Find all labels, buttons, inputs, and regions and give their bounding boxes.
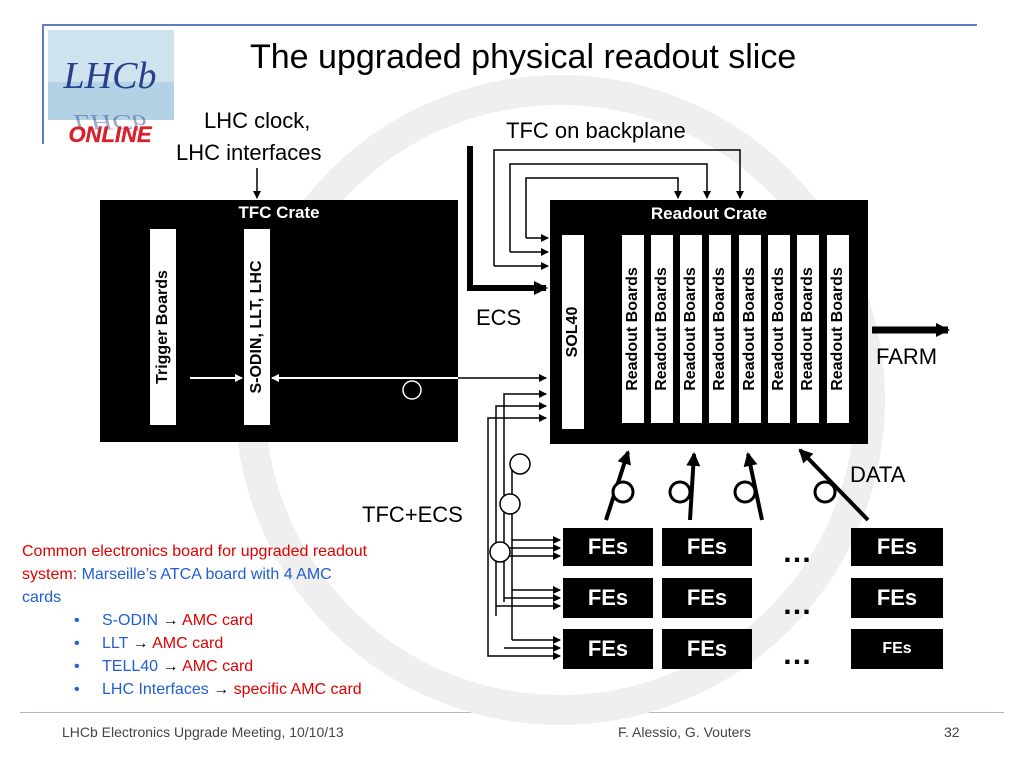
notes-line2-red: system: xyxy=(22,566,82,583)
bullet-target: AMC card xyxy=(182,612,254,629)
optical-link-icon xyxy=(813,480,837,504)
readout-board-label: Readout Boards xyxy=(624,267,641,391)
header-side-rule xyxy=(42,24,44,144)
optical-coupler-icon xyxy=(499,493,521,515)
readout-board: Readout Boards xyxy=(680,235,702,423)
backplane-lines xyxy=(493,149,744,270)
fe-box: FEs xyxy=(563,578,653,618)
sodin-llt-lhc-board: S-ODIN, LLT, LHC xyxy=(244,229,270,425)
notes-line3: cards xyxy=(22,589,62,606)
trigger-boards: Trigger Boards xyxy=(150,229,176,425)
readout-board-label: Readout Boards xyxy=(829,267,846,391)
readout-board-label: Readout Boards xyxy=(653,267,670,391)
bullet-name: LHC Interfaces xyxy=(102,681,209,698)
readout-board-label: Readout Boards xyxy=(682,267,699,391)
bullet-dot: • xyxy=(74,612,80,629)
logo-text-top: LHCb xyxy=(63,55,157,97)
readout-board-label: Readout Boards xyxy=(741,267,758,391)
readout-board-label: Readout Boards xyxy=(770,267,787,391)
notes-bullet: • TELL40 → AMC card xyxy=(22,655,462,678)
trigger-boards-label: Trigger Boards xyxy=(154,270,171,384)
optical-coupler-icon xyxy=(489,541,511,563)
notes-line2-blue: Marseille’s ATCA board with 4 AMC xyxy=(81,566,332,583)
arrow-icon: → xyxy=(162,612,179,629)
arrow-icon: → xyxy=(162,658,179,675)
notes-line1: Common electronics board for upgraded re… xyxy=(22,543,368,560)
tfc-crate-title: TFC Crate xyxy=(238,203,320,222)
notes-bullet: • LLT → AMC card xyxy=(22,632,462,655)
optical-link-icon xyxy=(668,480,692,504)
readout-board-label: Readout Boards xyxy=(711,267,728,391)
tfc-ecs-label: TFC+ECS xyxy=(362,502,463,527)
bullet-name: S-ODIN xyxy=(102,612,158,629)
notes-line2: system: Marseille’s ATCA board with 4 AM… xyxy=(22,563,462,586)
fe-box: FEs xyxy=(851,528,943,566)
bullet-dot: • xyxy=(74,635,80,652)
lhc-interfaces-label: LHC interfaces xyxy=(176,140,322,165)
readout-board: Readout Boards xyxy=(651,235,673,423)
fe-box: FEs xyxy=(662,578,752,618)
bullet-dot: • xyxy=(74,658,80,675)
optical-coupler-icon xyxy=(509,453,531,475)
readout-board: Readout Boards xyxy=(739,235,761,423)
svg-text:LHCb: LHCb xyxy=(72,110,146,135)
optical-link-icon xyxy=(733,480,757,504)
ellipsis: … xyxy=(782,588,812,621)
ellipsis: … xyxy=(782,638,812,671)
page-title: The upgraded physical readout slice xyxy=(250,38,797,76)
notes-block: Common electronics board for upgraded re… xyxy=(22,540,462,701)
fe-box: FEs xyxy=(563,629,653,669)
ecs-label: ECS xyxy=(476,305,522,330)
fe-box: FEs xyxy=(851,578,943,618)
lhcb-online-logo: LHCb LHCb ONLINE xyxy=(48,30,174,147)
bullet-dot: • xyxy=(74,681,80,698)
optical-link-icon xyxy=(611,480,635,504)
footer-authors: F. Alessio, G. Vouters xyxy=(618,724,752,740)
lhc-clock-label: LHC clock, xyxy=(204,108,311,133)
logo-text-bottom: ONLINE xyxy=(68,122,152,146)
arrow-icon: → xyxy=(132,635,149,652)
ecs-arrow xyxy=(467,146,548,295)
bullet-target: specific AMC card xyxy=(233,681,362,698)
tfc-ecs-distribution xyxy=(487,390,561,660)
header-rule xyxy=(42,24,977,26)
notes-bullet: • LHC Interfaces → specific AMC card xyxy=(22,678,462,701)
arrow-icon: → xyxy=(213,681,230,698)
fe-box: FEs xyxy=(662,629,752,669)
fe-box: FEs xyxy=(563,528,653,566)
footer-event: LHCb Electronics Upgrade Meeting, 10/10/… xyxy=(62,724,344,740)
bullet-target: AMC card xyxy=(182,658,254,675)
sodin-board-label: S-ODIN, LLT, LHC xyxy=(248,260,265,394)
data-label: DATA xyxy=(850,462,906,487)
readout-board: Readout Boards xyxy=(768,235,790,423)
ellipsis: … xyxy=(782,536,812,569)
readout-board: Readout Boards xyxy=(827,235,849,423)
notes-bullet: • S-ODIN → AMC card xyxy=(22,609,462,632)
readout-board: Readout Boards xyxy=(709,235,731,423)
bullet-name: LLT xyxy=(102,635,129,652)
fe-box: FEs xyxy=(851,629,943,669)
farm-label: FARM xyxy=(876,344,938,369)
fe-box: FEs xyxy=(662,528,752,566)
sol40-label: SOL40 xyxy=(564,306,581,358)
sol40-board: SOL40 xyxy=(562,235,584,429)
bullet-name: TELL40 xyxy=(102,658,159,675)
bullet-target: AMC card xyxy=(152,635,224,652)
readout-board: Readout Boards xyxy=(797,235,819,423)
tfc-backplane-label: TFC on backplane xyxy=(506,118,686,143)
readout-board-label: Readout Boards xyxy=(799,267,816,391)
footer-page-number: 32 xyxy=(944,724,960,740)
optical-link-icon xyxy=(402,380,422,400)
readout-board: Readout Boards xyxy=(622,235,644,423)
readout-crate-title: Readout Crate xyxy=(650,204,768,223)
